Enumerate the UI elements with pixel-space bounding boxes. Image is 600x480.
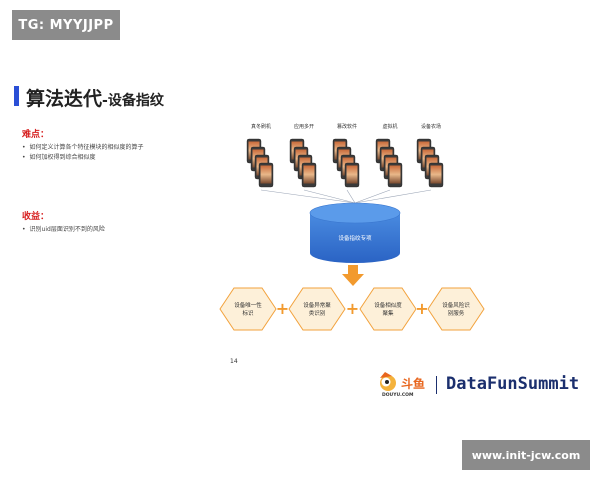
step-label: 类识别: [309, 309, 326, 317]
watermark-top: TG: MYYJJPP: [12, 10, 120, 40]
connector-line: [260, 189, 356, 204]
benefit-heading: 收益：: [22, 212, 50, 222]
douyu-logo-text: 斗鱼: [401, 377, 426, 391]
connector-line: [354, 189, 432, 204]
difficulty-heading: 难点：: [22, 130, 50, 140]
phone-stack-icon: [246, 138, 274, 188]
database-label: 设备指纹专项: [338, 234, 372, 242]
watermark-bottom: www.init-jcw.com: [462, 440, 590, 470]
page-number: 14: [230, 358, 238, 365]
step-label: 设备唯一性: [234, 301, 262, 309]
phone-stack-icon: [332, 138, 360, 188]
source-label: 篡改软件: [337, 123, 357, 130]
step-label: 设备相似度: [374, 301, 402, 309]
source-label: 设备农场: [421, 123, 441, 130]
connector-line: [354, 189, 391, 204]
difficulty-item: 如何加权得到综合相似度: [22, 152, 96, 161]
datafun-summit-logo: DataFunSummit: [446, 374, 580, 394]
title-accent-bar: [14, 86, 19, 106]
step-label: 聚集: [382, 309, 394, 317]
plus-icon: +: [276, 299, 289, 318]
step-label: 别服务: [448, 309, 465, 317]
plus-icon: +: [346, 299, 359, 318]
slide-title: 算法迭代-设备指纹: [26, 84, 164, 111]
source-label: 虚拟机: [382, 123, 397, 130]
source-label: 应用多开: [294, 123, 314, 130]
connector-line: [346, 189, 356, 204]
step-label: 设备异常聚: [303, 301, 331, 309]
difficulty-item: 如何定义计算各个特征模块的相似度的算子: [22, 142, 144, 151]
step-label: 设备风险识: [442, 301, 470, 309]
phone-stack-icon: [375, 138, 403, 188]
plus-icon: +: [415, 299, 428, 318]
title-sub: -设备指纹: [102, 93, 164, 109]
phone-stack-icon: [416, 138, 444, 188]
down-arrow-icon: [342, 265, 364, 286]
title-main: 算法迭代: [26, 88, 103, 110]
benefit-item: 识别uid层面识别不到的风险: [22, 224, 105, 233]
source-label: 真冬刷机: [251, 123, 271, 130]
logo-separator: [436, 376, 437, 394]
connector-line: [303, 189, 356, 204]
fingerprint-database: 设备指纹专项: [309, 202, 401, 263]
phone-stack-icon: [289, 138, 317, 188]
douyu-logo-url: DOUYU.COM: [382, 393, 414, 398]
step-label: 标识: [242, 309, 254, 317]
